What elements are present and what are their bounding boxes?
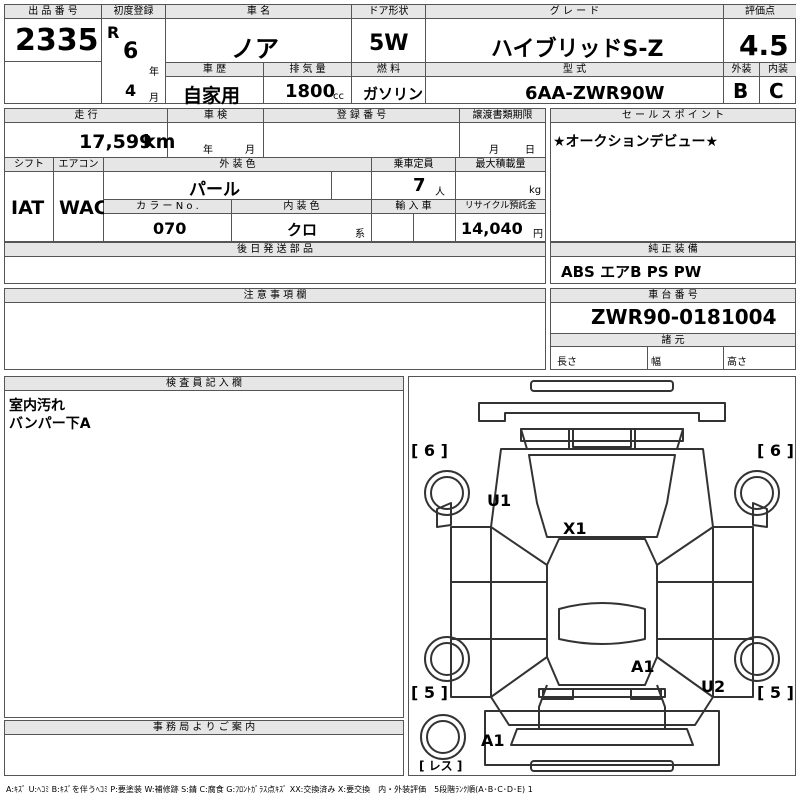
car-name-value: ノア xyxy=(231,35,279,63)
fuel-label: 燃 料 xyxy=(352,63,425,77)
width-label: 幅 xyxy=(651,357,661,368)
model-value: 6AA-ZWR90W xyxy=(525,83,665,104)
aircon-label: エアコン xyxy=(54,158,103,172)
header-block: 出 品 番 号 2335 初度登録 R 6 年 4 月 車 名 ノア ドア形状 … xyxy=(4,4,796,107)
import-label: 輸 入 車 xyxy=(372,200,455,214)
max-load-unit: kg xyxy=(529,185,542,196)
exterior-label: 外装 xyxy=(724,63,759,77)
damage-mark-a1-bumper: A1 xyxy=(481,731,505,750)
year-value: 6 xyxy=(123,39,139,64)
sales-point-value: ★オークションデビュー★ xyxy=(553,134,719,150)
shift-value: IAT xyxy=(11,197,45,219)
genuine-equip-label: 純 正 装 備 xyxy=(551,243,795,257)
lot-no-label: 出 品 番 号 xyxy=(5,5,101,19)
caution-label: 注 意 事 項 欄 xyxy=(5,289,545,303)
height-label: 高さ xyxy=(727,357,747,368)
inspector-note-1: 室内汚れ xyxy=(9,398,65,414)
interior-label: 内装 xyxy=(760,63,796,77)
model-label: 型 式 xyxy=(426,63,723,77)
transfer-label: 譲渡書類期限 xyxy=(460,109,545,123)
tire-rear-right-tread: [ 5 ] xyxy=(757,683,794,702)
inspection-month-unit: 月 xyxy=(245,145,255,156)
aircon-value: WAC xyxy=(59,197,108,219)
office-label: 事 務 局 よ り ご 案 内 xyxy=(5,721,403,735)
tire-rear-left-tread: [ 5 ] xyxy=(411,683,448,702)
month-unit: 月 xyxy=(149,93,159,104)
sales-point-box: セ ー ル ス ポ イ ン ト ★オークションデビュー★ xyxy=(550,108,796,242)
exterior-grade-value: B xyxy=(733,79,749,103)
inspector-label: 検 査 員 記 入 欄 xyxy=(5,377,403,391)
capacity-unit: 人 xyxy=(435,187,445,198)
inspection-label: 車 検 xyxy=(168,109,263,123)
door-value: 5W xyxy=(369,31,409,56)
lot-no-value: 2335 xyxy=(15,23,99,58)
mileage-value: 17,599 xyxy=(79,131,153,153)
details-block: 走 行 17,599 km 車 検 年 月 登 録 番 号 譲渡書類期限 月 日… xyxy=(4,108,546,242)
damage-mark-u1: U1 xyxy=(487,491,512,510)
displacement-value: 1800 xyxy=(285,81,336,102)
damage-legend: A:ｷｽﾞ U:ﾍｺﾐ B:ｷｽﾞを伴うﾍｺﾐ P:要塗装 W:補修跡 S:錆 … xyxy=(6,785,533,794)
damage-mark-u2: U2 xyxy=(701,677,726,696)
capacity-value: 7 xyxy=(413,175,426,196)
month-value: 4 xyxy=(125,81,137,100)
mileage-unit: km xyxy=(143,131,176,153)
damage-mark-x1: X1 xyxy=(563,519,587,538)
recycle-label: リサイクル預託金 xyxy=(456,200,545,214)
score-value: 4.5 xyxy=(739,29,789,62)
int-color-label: 内 装 色 xyxy=(232,200,371,214)
later-parts-box: 後 日 発 送 部 品 xyxy=(4,242,546,284)
shift-label: シフト xyxy=(5,158,53,172)
interior-grade-value: C xyxy=(769,79,784,103)
genuine-equip-box: 純 正 装 備 ABS エアB PS PW xyxy=(550,242,796,284)
color-no-value: 070 xyxy=(153,219,187,238)
transfer-day-unit: 日 xyxy=(525,145,535,156)
displacement-label: 排 気 量 xyxy=(264,63,351,77)
office-box: 事 務 局 よ り ご 案 内 xyxy=(4,720,404,776)
color-no-label: カ ラ ー N o . xyxy=(104,200,231,214)
chassis-no-value: ZWR90-0181004 xyxy=(591,305,777,329)
score-label: 評価点 xyxy=(724,5,796,19)
year-unit: 年 xyxy=(149,67,159,78)
tire-front-left-tread: [ 6 ] xyxy=(411,441,448,460)
history-value: 自家用 xyxy=(183,85,241,107)
transfer-month-unit: 月 xyxy=(489,145,499,156)
specs-label: 諸 元 xyxy=(551,333,795,347)
recycle-unit: 円 xyxy=(533,229,543,240)
length-label: 長さ xyxy=(557,357,577,368)
int-color-unit: 系 xyxy=(355,229,365,240)
int-color-value: クロ xyxy=(287,221,318,239)
ext-color-label: 外 装 色 xyxy=(104,158,371,172)
spare-tire-label: [ レス ] xyxy=(419,759,463,773)
inspector-note-2: バンパー下A xyxy=(9,416,91,432)
genuine-equip-value: ABS エアB PS PW xyxy=(561,263,702,281)
chassis-no-label: 車 台 番 号 xyxy=(551,289,795,303)
car-diagram xyxy=(420,380,780,772)
damage-mark-a1-rear: A1 xyxy=(631,657,655,676)
reg-no-label: 登 録 番 号 xyxy=(264,109,459,123)
ext-color-value: パール xyxy=(189,180,240,200)
first-reg-label: 初度登録 xyxy=(102,5,165,19)
max-load-label: 最大積載量 xyxy=(456,158,545,172)
door-label: ドア形状 xyxy=(352,5,425,19)
grade-value: ハイブリッドS-Z xyxy=(491,37,664,62)
fuel-value: ガソリン xyxy=(363,85,424,103)
car-name-label: 車 名 xyxy=(166,5,351,19)
later-parts-label: 後 日 発 送 部 品 xyxy=(5,243,545,257)
inspection-year-unit: 年 xyxy=(203,145,213,156)
tire-front-right-tread: [ 6 ] xyxy=(757,441,794,460)
caution-box: 注 意 事 項 欄 xyxy=(4,288,546,370)
displacement-unit: cc xyxy=(333,91,344,102)
sales-point-label: セ ー ル ス ポ イ ン ト xyxy=(551,109,795,123)
grade-label: グ レ ー ド xyxy=(426,5,723,19)
recycle-value: 14,040 xyxy=(461,219,523,238)
inspector-box: 検 査 員 記 入 欄 室内汚れ バンパー下A xyxy=(4,376,404,718)
car-diagram-box: [ 6 ] [ 6 ] [ 5 ] [ 5 ] [ レス ] U1 X1 A1 … xyxy=(408,376,796,776)
mileage-label: 走 行 xyxy=(5,109,167,123)
history-label: 車 歴 xyxy=(166,63,263,77)
capacity-label: 乗車定員 xyxy=(372,158,455,172)
chassis-box: 車 台 番 号 ZWR90-0181004 諸 元 長さ 幅 高さ xyxy=(550,288,796,370)
era-value: R xyxy=(107,23,120,42)
